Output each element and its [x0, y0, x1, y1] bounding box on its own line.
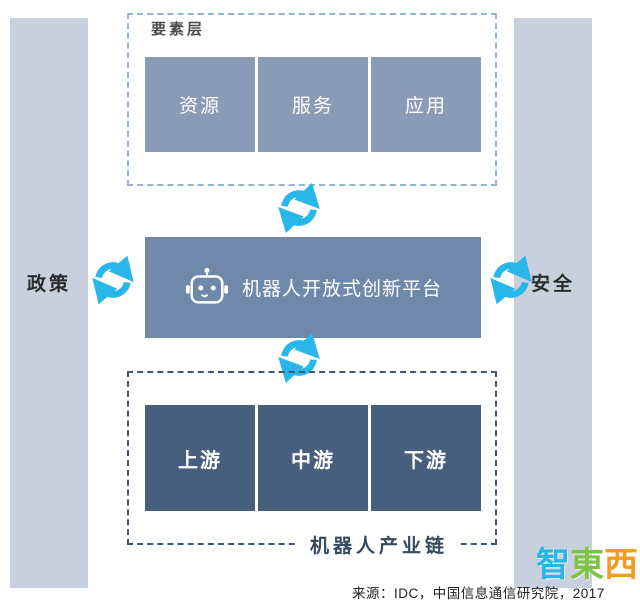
element-box-services: 服务: [258, 57, 368, 152]
watermark-logo: 智 東 西: [536, 548, 638, 582]
cycle-arrow-icon-right: [490, 255, 532, 305]
chain-box-downstream: 下游: [371, 405, 481, 511]
watermark-char-3: 西: [604, 546, 638, 584]
policy-label: 政策: [26, 274, 71, 295]
industry-chain-label: 机器人产业链: [298, 531, 461, 558]
chain-box-upstream: 上游: [145, 405, 255, 511]
right-background-bar: [514, 18, 592, 588]
element-box-applications: 应用: [371, 57, 481, 152]
element-boxes-row: 资源 服务 应用: [145, 57, 481, 152]
cycle-arrow-icon-top: [278, 182, 320, 234]
source-text: 来源：IDC，中国信息通信研究院，2017: [352, 586, 605, 601]
cycle-arrow-icon-left: [92, 255, 134, 305]
watermark-char-1: 智: [536, 546, 570, 584]
security-label: 安全: [530, 274, 575, 295]
chain-box-midstream: 中游: [258, 405, 368, 511]
platform-box: 机器人开放式创新平台: [145, 237, 481, 338]
element-box-resources: 资源: [145, 57, 255, 152]
left-background-bar: [10, 18, 88, 588]
chain-boxes-row: 上游 中游 下游: [145, 405, 481, 511]
robot-icon: [185, 267, 229, 304]
platform-label: 机器人开放式创新平台: [241, 279, 442, 300]
watermark-char-2: 東: [570, 546, 604, 584]
element-layer-label: 要素层: [151, 21, 206, 38]
